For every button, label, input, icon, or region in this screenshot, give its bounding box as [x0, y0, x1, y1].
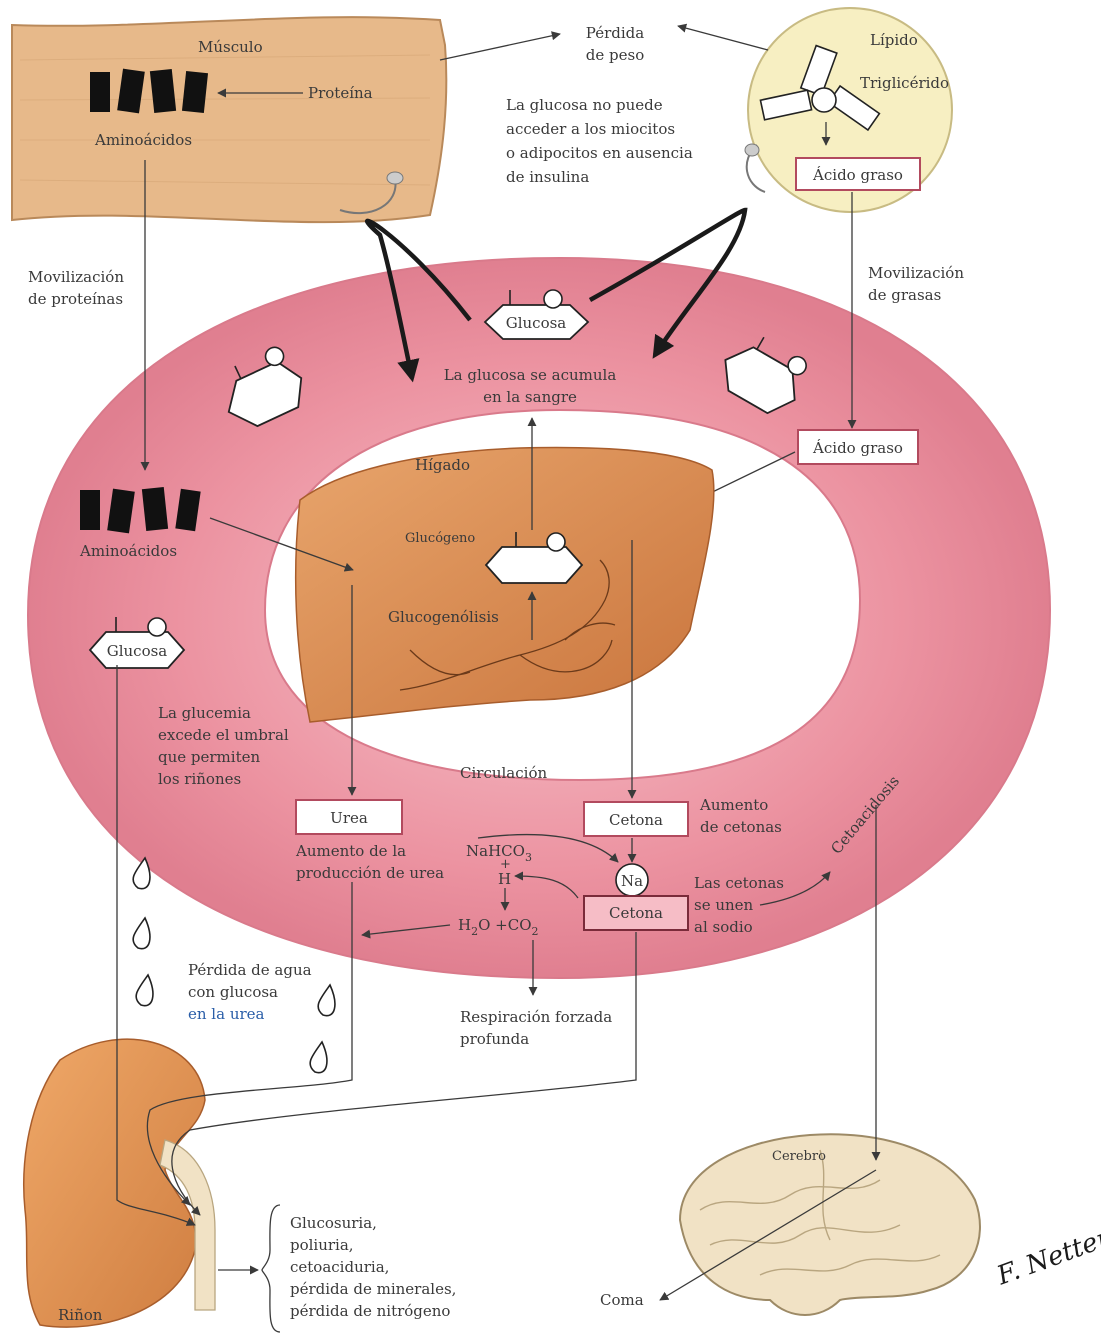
label-glucemia-1: La glucemia — [158, 704, 251, 722]
label-res-2: poliuria, — [290, 1236, 354, 1254]
label-glucosa-left: Glucosa — [107, 642, 168, 660]
label-cetona-top: Cetona — [609, 811, 663, 829]
muscle-receptor-icon — [387, 172, 403, 184]
label-aminoacidos-left: Aminoácidos — [79, 542, 177, 560]
label-cerebro: Cerebro — [772, 1149, 826, 1164]
label-glucosa-acumula-2: en la sangre — [483, 388, 577, 406]
label-glucosa-top: Glucosa — [506, 314, 567, 332]
label-proteina: Proteína — [308, 84, 373, 102]
results-brace — [262, 1205, 280, 1332]
label-glucogeno: Glucógeno — [405, 531, 475, 546]
label-aumento-urea-2: producción de urea — [296, 864, 444, 882]
label-perdida-agua-3: en la urea — [188, 1005, 265, 1023]
label-rinon: Riñon — [58, 1306, 103, 1324]
label-glucosa-acumula-1: La glucosa se acumula — [444, 366, 617, 384]
label-perdida-agua-1: Pérdida de agua — [188, 961, 312, 979]
label-cetona-bottom: Cetona — [609, 904, 663, 922]
arrow-fat-weight — [678, 26, 768, 50]
label-perdida-peso-1: Pérdida — [586, 24, 644, 42]
label-aumento-cetonas-2: de cetonas — [700, 818, 782, 836]
label-cetonas-unen-2: se unen — [694, 896, 754, 914]
label-na: Na — [621, 872, 643, 890]
netter-signature: F. Netter — [992, 1222, 1101, 1291]
label-musculo: Músculo — [198, 38, 263, 56]
label-mov-grasas-1: Movilización — [868, 264, 964, 282]
label-res-5: pérdida de nitrógeno — [290, 1302, 450, 1320]
label-cetonas-unen-3: al sodio — [694, 918, 753, 936]
label-lipido: Lípido — [870, 31, 918, 49]
label-acido-graso-top: Ácido graso — [812, 166, 903, 184]
label-res-1: Glucosuria, — [290, 1214, 377, 1232]
label-coma: Coma — [600, 1291, 644, 1309]
label-circulacion: Circulación — [460, 764, 547, 782]
label-glucemia-2: excede el umbral — [158, 726, 289, 744]
label-urea: Urea — [330, 809, 368, 827]
label-res-4: pérdida de minerales, — [290, 1280, 456, 1298]
label-glucosa-note-4: de insulina — [506, 168, 589, 186]
label-glucemia-3: que permiten — [158, 748, 260, 766]
label-glucemia-4: los riñones — [158, 770, 241, 788]
label-mov-grasas-2: de grasas — [868, 286, 941, 304]
brain — [680, 1134, 980, 1315]
label-mov-proteinas-2: de proteínas — [28, 290, 123, 308]
label-glucosa-note-1: La glucosa no puede — [506, 96, 663, 114]
label-glucosa-note-2: acceder a los miocitos — [506, 120, 675, 138]
kidney — [24, 1039, 205, 1327]
label-respiracion-2: profunda — [460, 1030, 529, 1048]
label-glucosa-note-3: o adipocitos en ausencia — [506, 144, 693, 162]
arrow-muscle-weight — [440, 34, 560, 60]
label-aumento-urea-1: Aumento de la — [295, 842, 406, 860]
label-h: H — [498, 870, 511, 888]
label-perdida-agua-2: con glucosa — [188, 983, 278, 1001]
label-glucogenolisis: Glucogenólisis — [388, 608, 499, 626]
label-cetonas-unen-1: Las cetonas — [694, 874, 784, 892]
label-perdida-peso-2: de peso — [586, 46, 644, 64]
label-trigliceridos: Triglicérido — [860, 74, 949, 92]
label-res-3: cetoaciduria, — [290, 1258, 389, 1276]
label-mov-proteinas-1: Movilización — [28, 268, 124, 286]
liver — [296, 448, 714, 722]
label-higado: Hígado — [415, 456, 470, 474]
label-aminoacidos-top: Aminoácidos — [94, 131, 192, 149]
label-respiracion-1: Respiración forzada — [460, 1008, 612, 1026]
label-acido-graso-mid: Ácido graso — [812, 439, 903, 457]
fat-receptor-icon — [745, 144, 759, 156]
label-aumento-cetonas-1: Aumento — [699, 796, 768, 814]
